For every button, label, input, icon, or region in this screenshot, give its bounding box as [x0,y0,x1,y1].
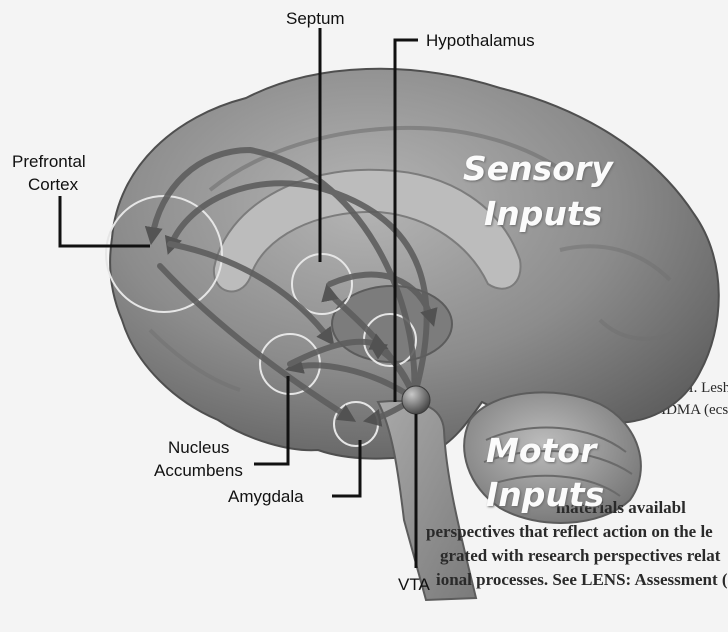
vta-marker [402,386,430,414]
amygdala-label: Amygdala [228,486,304,507]
motor-line-2: Inputs [486,476,604,514]
hypothalamus-label: Hypothalamus [426,30,535,51]
nucleus-accumbens-label-line-1: Nucleus [168,437,229,458]
background-text-line-4: perspectives that reflect action on the … [426,522,713,542]
sensory-line-1: Sensory [463,150,613,188]
sensory-line-2: Inputs [484,195,602,233]
prefrontal-label-line-2: Cortex [28,174,78,195]
prefrontal-label-line-1: Prefrontal [12,151,86,172]
background-text-line-6: ional processes. See LENS: Assessment ( [436,570,728,590]
thalamus [332,286,452,362]
motor-line-1: Motor [486,432,596,470]
nucleus-accumbens-label-line-2: Accumbens [154,460,243,481]
vta-label: VTA [398,574,430,595]
septum-label: Septum [286,8,345,29]
background-text-line-5: grated with research perspectives relat [440,546,720,566]
